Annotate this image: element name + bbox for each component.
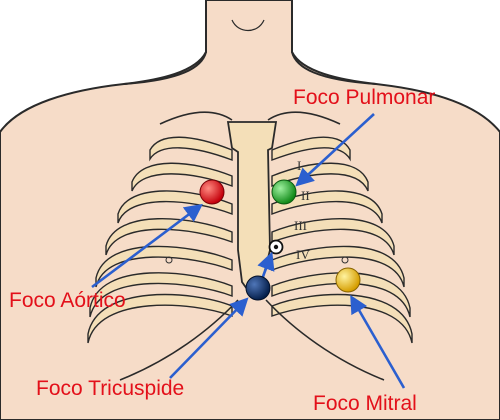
label-foco-aortico: Foco Aórtico xyxy=(9,289,126,312)
arrow-mitral xyxy=(350,294,406,389)
rib-left-1 xyxy=(149,136,233,162)
rib-right-10 xyxy=(271,245,405,288)
nipple-right xyxy=(341,256,349,264)
rib-left-11 xyxy=(89,272,233,318)
rib-left-9 xyxy=(95,245,233,288)
intercostal-iii: III xyxy=(294,218,307,233)
rib-left-3 xyxy=(131,162,233,192)
mitral-focus-dot xyxy=(335,267,361,293)
label-foco-mitral: Foco Mitral xyxy=(313,392,417,415)
rib-right-2 xyxy=(271,136,351,162)
costal-margin-left xyxy=(119,299,239,381)
tricuspid-focus-dot xyxy=(245,275,271,301)
pulmonary-focus-dot xyxy=(271,179,297,205)
clavicle-right xyxy=(267,111,341,125)
nipple-left xyxy=(165,256,173,264)
costal-margin-right xyxy=(265,299,385,381)
arrow-tricuspide xyxy=(169,297,249,379)
rib-right-14 xyxy=(271,293,413,344)
label-foco-tricuspide: Foco Tricuspide xyxy=(36,377,185,400)
rib-right-6 xyxy=(271,190,383,224)
rib-right-12 xyxy=(271,272,411,318)
rib-right-8 xyxy=(271,217,395,256)
intercostal-i: I xyxy=(297,158,301,173)
aortic-focus-dot xyxy=(199,179,225,205)
neck-fold xyxy=(231,19,265,32)
clavicle-left xyxy=(159,111,233,125)
intercostal-iv: IV xyxy=(296,247,310,262)
neck-outline xyxy=(123,0,377,85)
rib-cage xyxy=(87,136,413,381)
rib-left-13 xyxy=(87,293,233,344)
target-marker-icon xyxy=(268,239,284,255)
intercostal-ii: II xyxy=(301,188,310,203)
label-foco-pulmonar: Foco Pulmonar xyxy=(293,86,436,109)
arrow-aortico xyxy=(91,203,203,289)
arrow-pulmonar xyxy=(295,113,375,187)
